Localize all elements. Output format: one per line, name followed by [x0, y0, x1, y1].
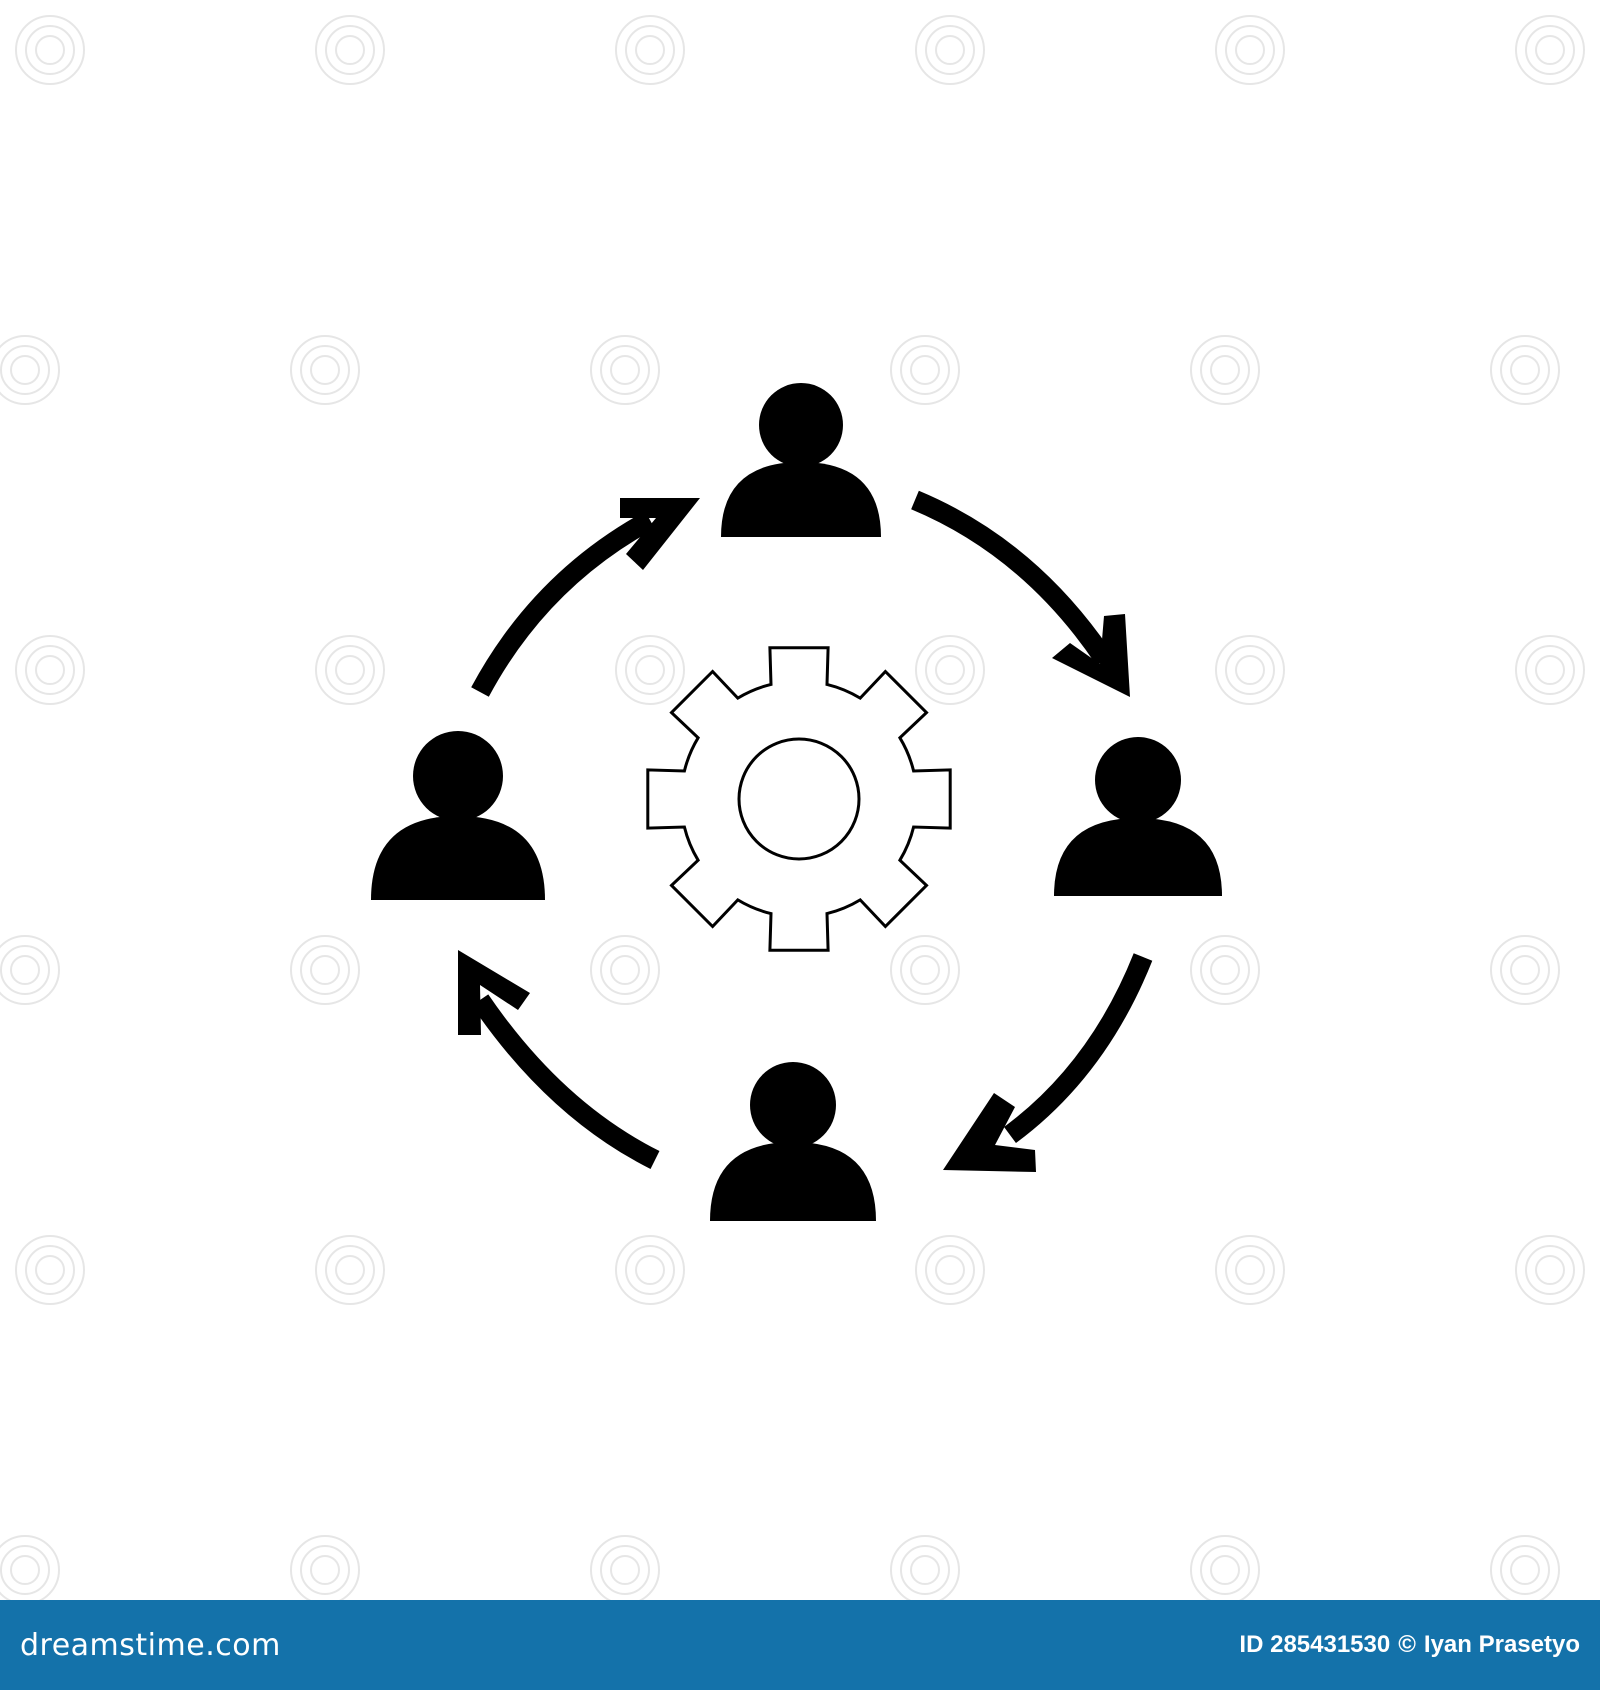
arrowhead-bottom-right — [943, 1093, 1036, 1172]
image-id: ID 285431530 — [1239, 1631, 1391, 1658]
circular-arrows-icon — [471, 490, 1153, 1169]
gear-icon — [646, 646, 952, 952]
author-name[interactable]: Iyan Prasetyo — [1423, 1631, 1580, 1658]
person-bottom-body — [710, 1142, 876, 1221]
arrow-arc-bottom-left — [471, 994, 660, 1169]
person-icon — [710, 1062, 876, 1221]
arrowhead-bottom-left — [458, 950, 530, 1035]
person-bottom-head — [750, 1062, 836, 1148]
footer-bar: dreamstime.com ID 285431530 © Iyan Prase… — [0, 1600, 1600, 1690]
arrowhead-top-left — [620, 498, 700, 570]
arrow-arc-top-left — [471, 511, 655, 697]
person-left-body — [371, 816, 545, 900]
arrow-arc-bottom-right — [1004, 953, 1153, 1144]
person-right-body — [1054, 818, 1222, 896]
person-icon — [721, 383, 881, 537]
person-icon — [1054, 737, 1222, 896]
gear-hole — [737, 737, 861, 861]
image-credit: ID 285431530 © Iyan Prasetyo — [1239, 1631, 1580, 1659]
dreamstime-logo[interactable]: dreamstime.com — [20, 1627, 281, 1663]
teamwork-process-illustration — [371, 383, 1222, 1221]
arrowhead-top-right — [1052, 614, 1130, 697]
copyright-icon: © — [1398, 1631, 1416, 1658]
person-top-head — [759, 383, 843, 467]
person-top-body — [721, 462, 881, 537]
arrow-arc-top-right — [911, 490, 1114, 666]
person-right-head — [1095, 737, 1181, 823]
illustration-stage — [0, 15, 1585, 1600]
person-left-head — [413, 731, 503, 821]
arrowheads — [458, 498, 1130, 1172]
person-icon — [371, 731, 545, 900]
